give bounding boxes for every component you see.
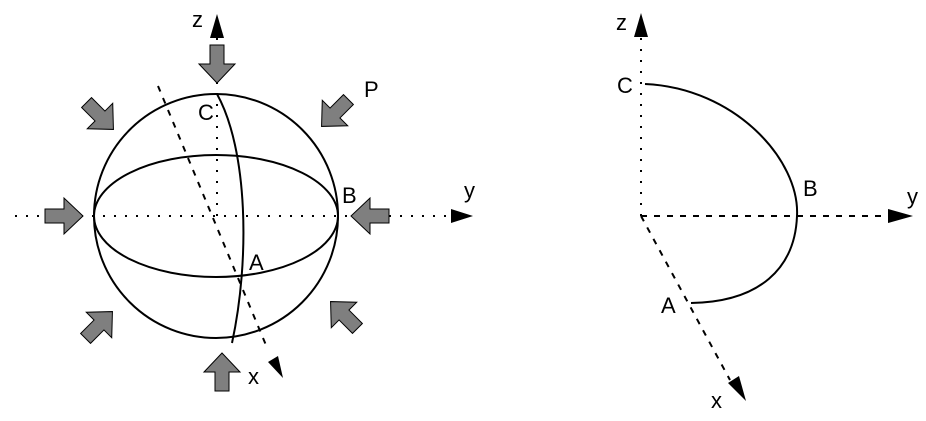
label-c: C <box>198 100 214 125</box>
force-arrow-bottom-icon <box>203 352 241 392</box>
z-axis-arrowhead <box>634 13 648 37</box>
label-b: B <box>342 183 357 208</box>
arc-c-b-a <box>644 83 799 304</box>
z-axis-arrowhead <box>210 14 224 38</box>
force-arrow-bottom-right-icon <box>317 288 371 342</box>
label-z: z <box>616 10 627 35</box>
x-axis-arrowhead <box>728 376 746 401</box>
label-x: x <box>711 388 722 413</box>
label-p: P <box>364 77 379 102</box>
label-x: x <box>248 364 259 389</box>
x-axis-line <box>157 85 269 351</box>
right-figure-octant-curve: z C B y A x <box>616 10 918 413</box>
label-z: z <box>192 7 203 32</box>
label-y: y <box>464 178 475 203</box>
label-a: A <box>249 250 264 275</box>
force-arrow-top-right-icon <box>308 86 362 140</box>
x-axis-line <box>640 215 731 381</box>
force-arrow-top-icon <box>198 44 236 84</box>
label-b: B <box>803 176 818 201</box>
force-arrow-left-icon <box>44 197 84 235</box>
label-y: y <box>907 184 918 209</box>
y-axis-arrowhead <box>888 209 913 223</box>
force-arrow-right-icon <box>350 197 390 235</box>
label-c: C <box>617 73 633 98</box>
sphere-meridian <box>216 93 245 344</box>
force-arrow-top-left-icon <box>73 89 127 143</box>
left-figure-sphere: z C P B y A x <box>15 7 475 392</box>
x-axis-arrowhead <box>268 356 283 378</box>
force-arrow-bottom-left-icon <box>72 298 126 352</box>
sphere-equator <box>93 154 339 278</box>
y-axis-arrowhead <box>451 209 473 223</box>
label-a: A <box>661 293 676 318</box>
